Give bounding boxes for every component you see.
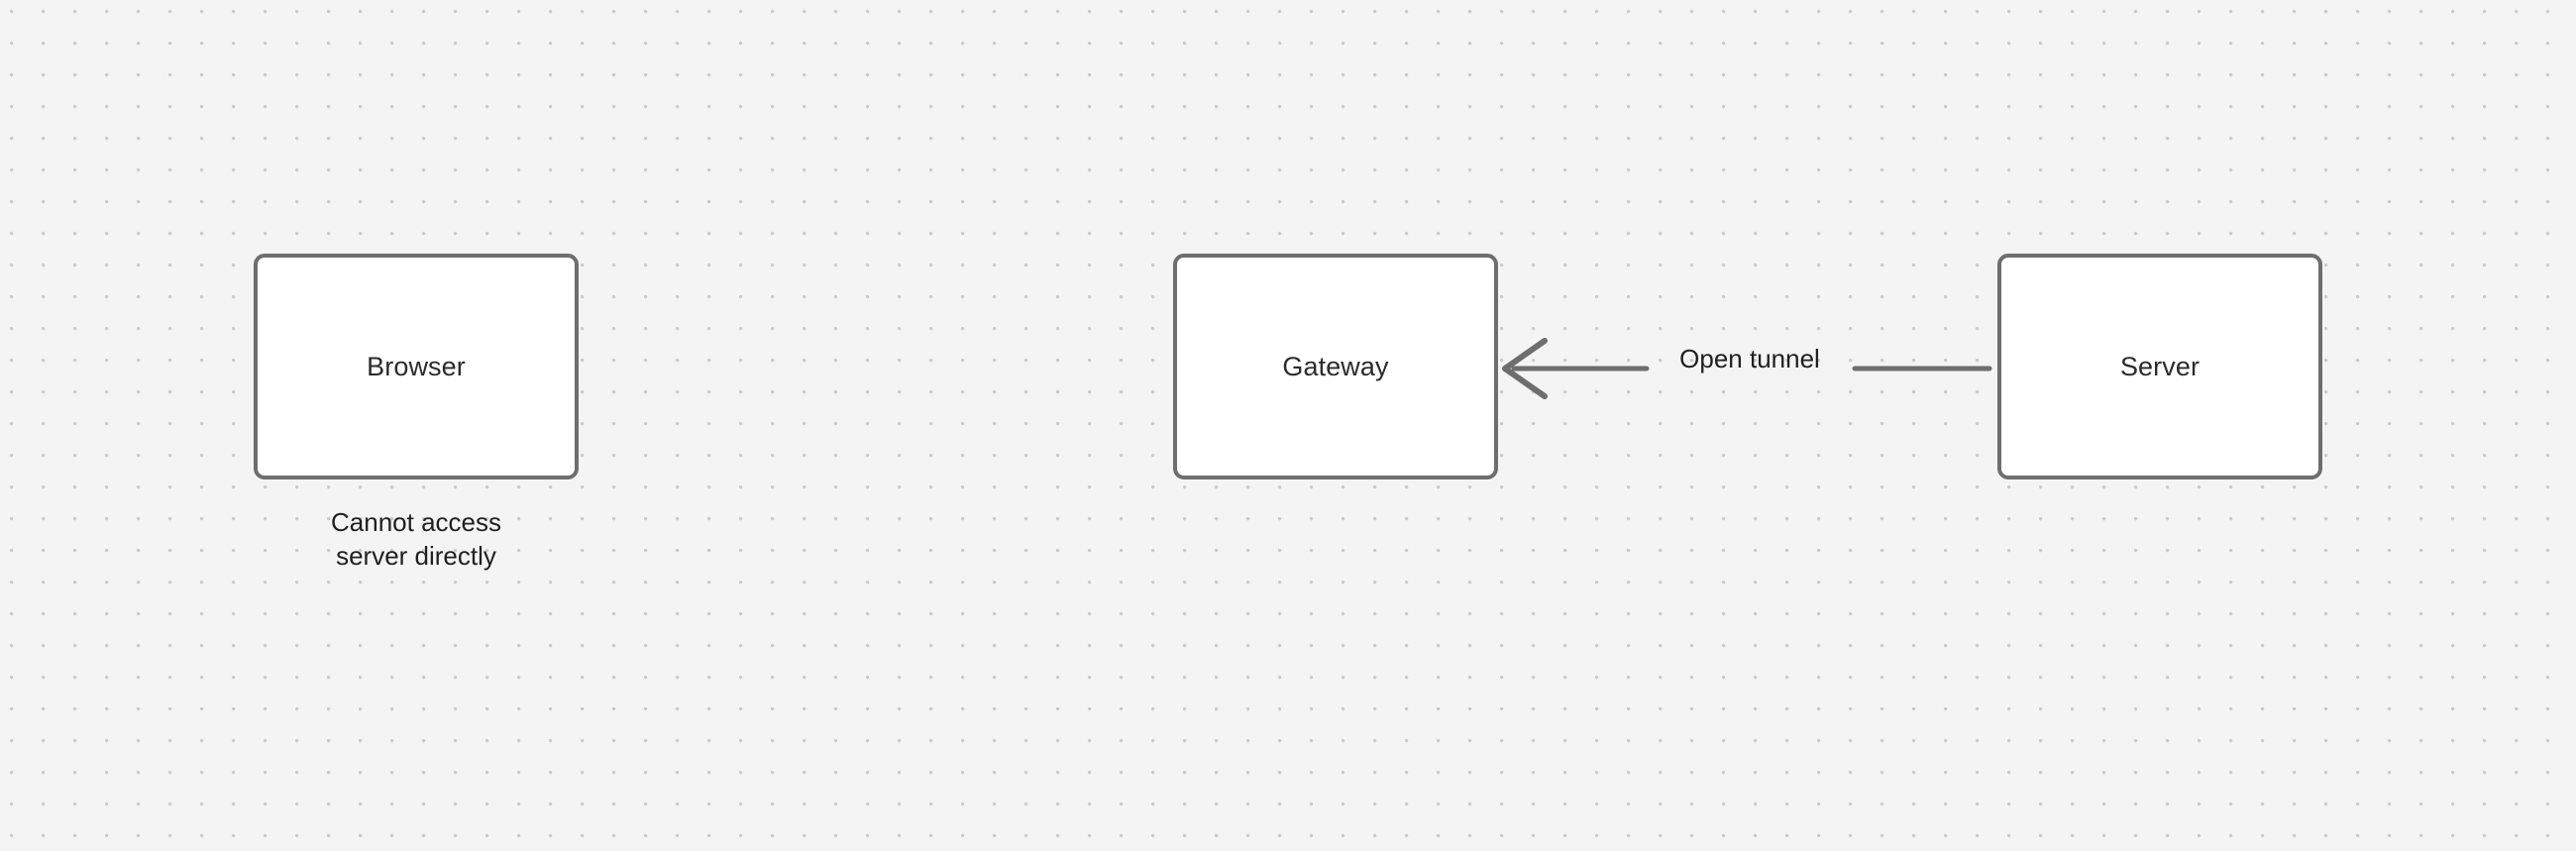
node-browser-caption-line-1: Cannot access	[331, 507, 501, 537]
node-gateway-label: Gateway	[1282, 351, 1389, 381]
node-gateway[interactable]: Gateway	[1173, 254, 1498, 479]
tunnel-edge-label: Open tunnel	[1679, 344, 1820, 373]
tunnel-arrowhead-icon	[1502, 338, 1548, 399]
node-browser-caption-line-2: server directly	[336, 541, 496, 571]
node-browser-caption: Cannot access server directly	[254, 505, 579, 573]
node-browser-label: Browser	[367, 351, 466, 381]
node-server-label: Server	[2119, 351, 2200, 381]
node-browser[interactable]: Browser	[254, 254, 579, 479]
node-server[interactable]: Server	[1997, 254, 2322, 479]
